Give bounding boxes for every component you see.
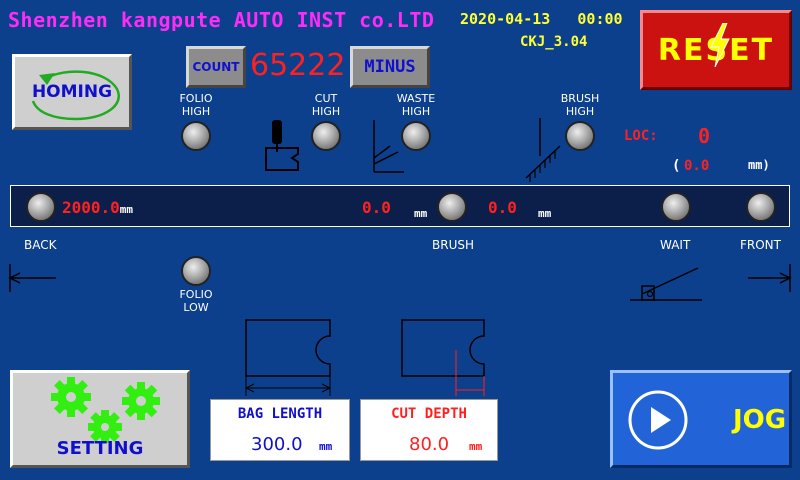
brush-high-label-line2: HIGH — [565, 105, 595, 118]
wait-label: WAIT — [660, 238, 691, 252]
cutter-icon — [265, 120, 299, 171]
loc-sub-value: 0.0 — [684, 158, 710, 174]
brush-high-lamp — [565, 121, 595, 151]
cut-high-label-line1: CUT — [314, 92, 338, 105]
folio-low-label-line1: FOLIO — [179, 288, 213, 301]
homing-label: HOMING — [31, 82, 113, 102]
brush-position-unit-wrap: mm — [538, 202, 551, 221]
lightning-icon — [710, 23, 730, 67]
jog-button[interactable]: JOG — [610, 370, 792, 468]
waste-high-label: WASTE HIGH — [392, 92, 440, 118]
back-position-unit: mm — [119, 203, 134, 216]
folio-high-label-line1: FOLIO — [179, 92, 213, 105]
cut-depth-field[interactable]: CUT DEPTH 80.0 mm — [360, 399, 498, 461]
brush-position-value: 0.0 — [488, 198, 517, 217]
bag-length-title: BAG LENGTH — [237, 406, 323, 422]
cut-depth-value: 80.0 — [409, 434, 450, 455]
back-label: BACK — [24, 238, 57, 252]
minus-button[interactable]: MINUS — [350, 46, 430, 88]
folio-low-label: FOLIO LOW — [172, 288, 220, 314]
cut-high-label-line2: HIGH — [311, 105, 341, 118]
front-lamp — [746, 192, 776, 222]
front-arrow-icon — [748, 264, 792, 292]
bag-length-field[interactable]: BAG LENGTH 300.0 mm — [210, 399, 350, 461]
brush-high-label-line1: BRUSH — [560, 92, 600, 105]
time: 00:00 — [577, 10, 623, 28]
back-position-value: 2000.0 — [62, 198, 120, 217]
wait-lamp — [661, 192, 691, 222]
loc-sub-open: ( — [672, 158, 681, 174]
brush-position: 0.0 — [488, 198, 517, 217]
homing-arrow-icon — [31, 70, 120, 121]
bag-length-unit: mm — [319, 440, 333, 453]
cut-depth-unit: mm — [469, 440, 483, 453]
brush-icon — [525, 118, 561, 182]
brush-label: BRUSH — [432, 238, 474, 252]
brush-high-label: BRUSH HIGH — [554, 92, 606, 118]
date: 2020-04-13 — [460, 10, 551, 28]
bag-length-diagram — [244, 319, 332, 396]
loc-sub-unit: mm) — [748, 158, 770, 172]
brush-lamp — [437, 192, 467, 222]
back-lamp — [26, 192, 56, 222]
waste-icon — [373, 120, 404, 173]
wait-mechanism-icon — [630, 267, 702, 301]
waste-high-lamp — [401, 121, 431, 151]
loc-label: LOC: — [624, 128, 658, 144]
back-position: 2000.0mm — [62, 198, 133, 217]
waste-high-label-line1: WASTE — [396, 92, 436, 105]
loc-value: 0 — [698, 124, 711, 148]
bag-length-value: 300.0 — [251, 434, 303, 455]
cut-high-label: CUT HIGH — [304, 92, 348, 118]
cut-depth-title: CUT DEPTH — [391, 406, 467, 422]
play-icon — [628, 390, 688, 450]
gears-icon — [51, 377, 160, 443]
reset-button[interactable]: RESET — [640, 10, 792, 90]
setting-button[interactable]: SETTING — [10, 370, 190, 468]
company-name: Shenzhen kangpute AUTO INST co.LTD — [8, 8, 435, 32]
cut-high-lamp — [311, 121, 341, 151]
datetime: 2020-04-13 00:00 — [460, 10, 623, 28]
middle-position-unit-wrap: mm — [414, 202, 427, 221]
back-arrow-icon — [8, 264, 56, 292]
position-rail — [10, 185, 790, 227]
folio-high-label-line2: HIGH — [181, 105, 211, 118]
count-value: 65222 — [250, 48, 346, 83]
waste-high-label-line2: HIGH — [401, 105, 431, 118]
folio-high-lamp — [181, 121, 211, 151]
jog-label: JOG — [733, 405, 787, 435]
middle-position-unit: mm — [414, 207, 428, 220]
setting-label: SETTING — [56, 438, 144, 459]
folio-high-label: FOLIO HIGH — [172, 92, 220, 118]
middle-position: 0.0 — [362, 198, 391, 217]
count-button[interactable]: COUNT — [186, 46, 246, 88]
folio-low-lamp — [181, 256, 211, 286]
folio-low-label-line2: LOW — [183, 301, 209, 314]
version-label: CKJ_3.04 — [520, 34, 588, 50]
front-label: FRONT — [740, 238, 781, 252]
brush-position-unit: mm — [538, 207, 552, 220]
middle-position-value: 0.0 — [362, 198, 391, 217]
homing-button[interactable]: HOMING — [12, 54, 132, 130]
cut-depth-diagram — [401, 319, 485, 396]
